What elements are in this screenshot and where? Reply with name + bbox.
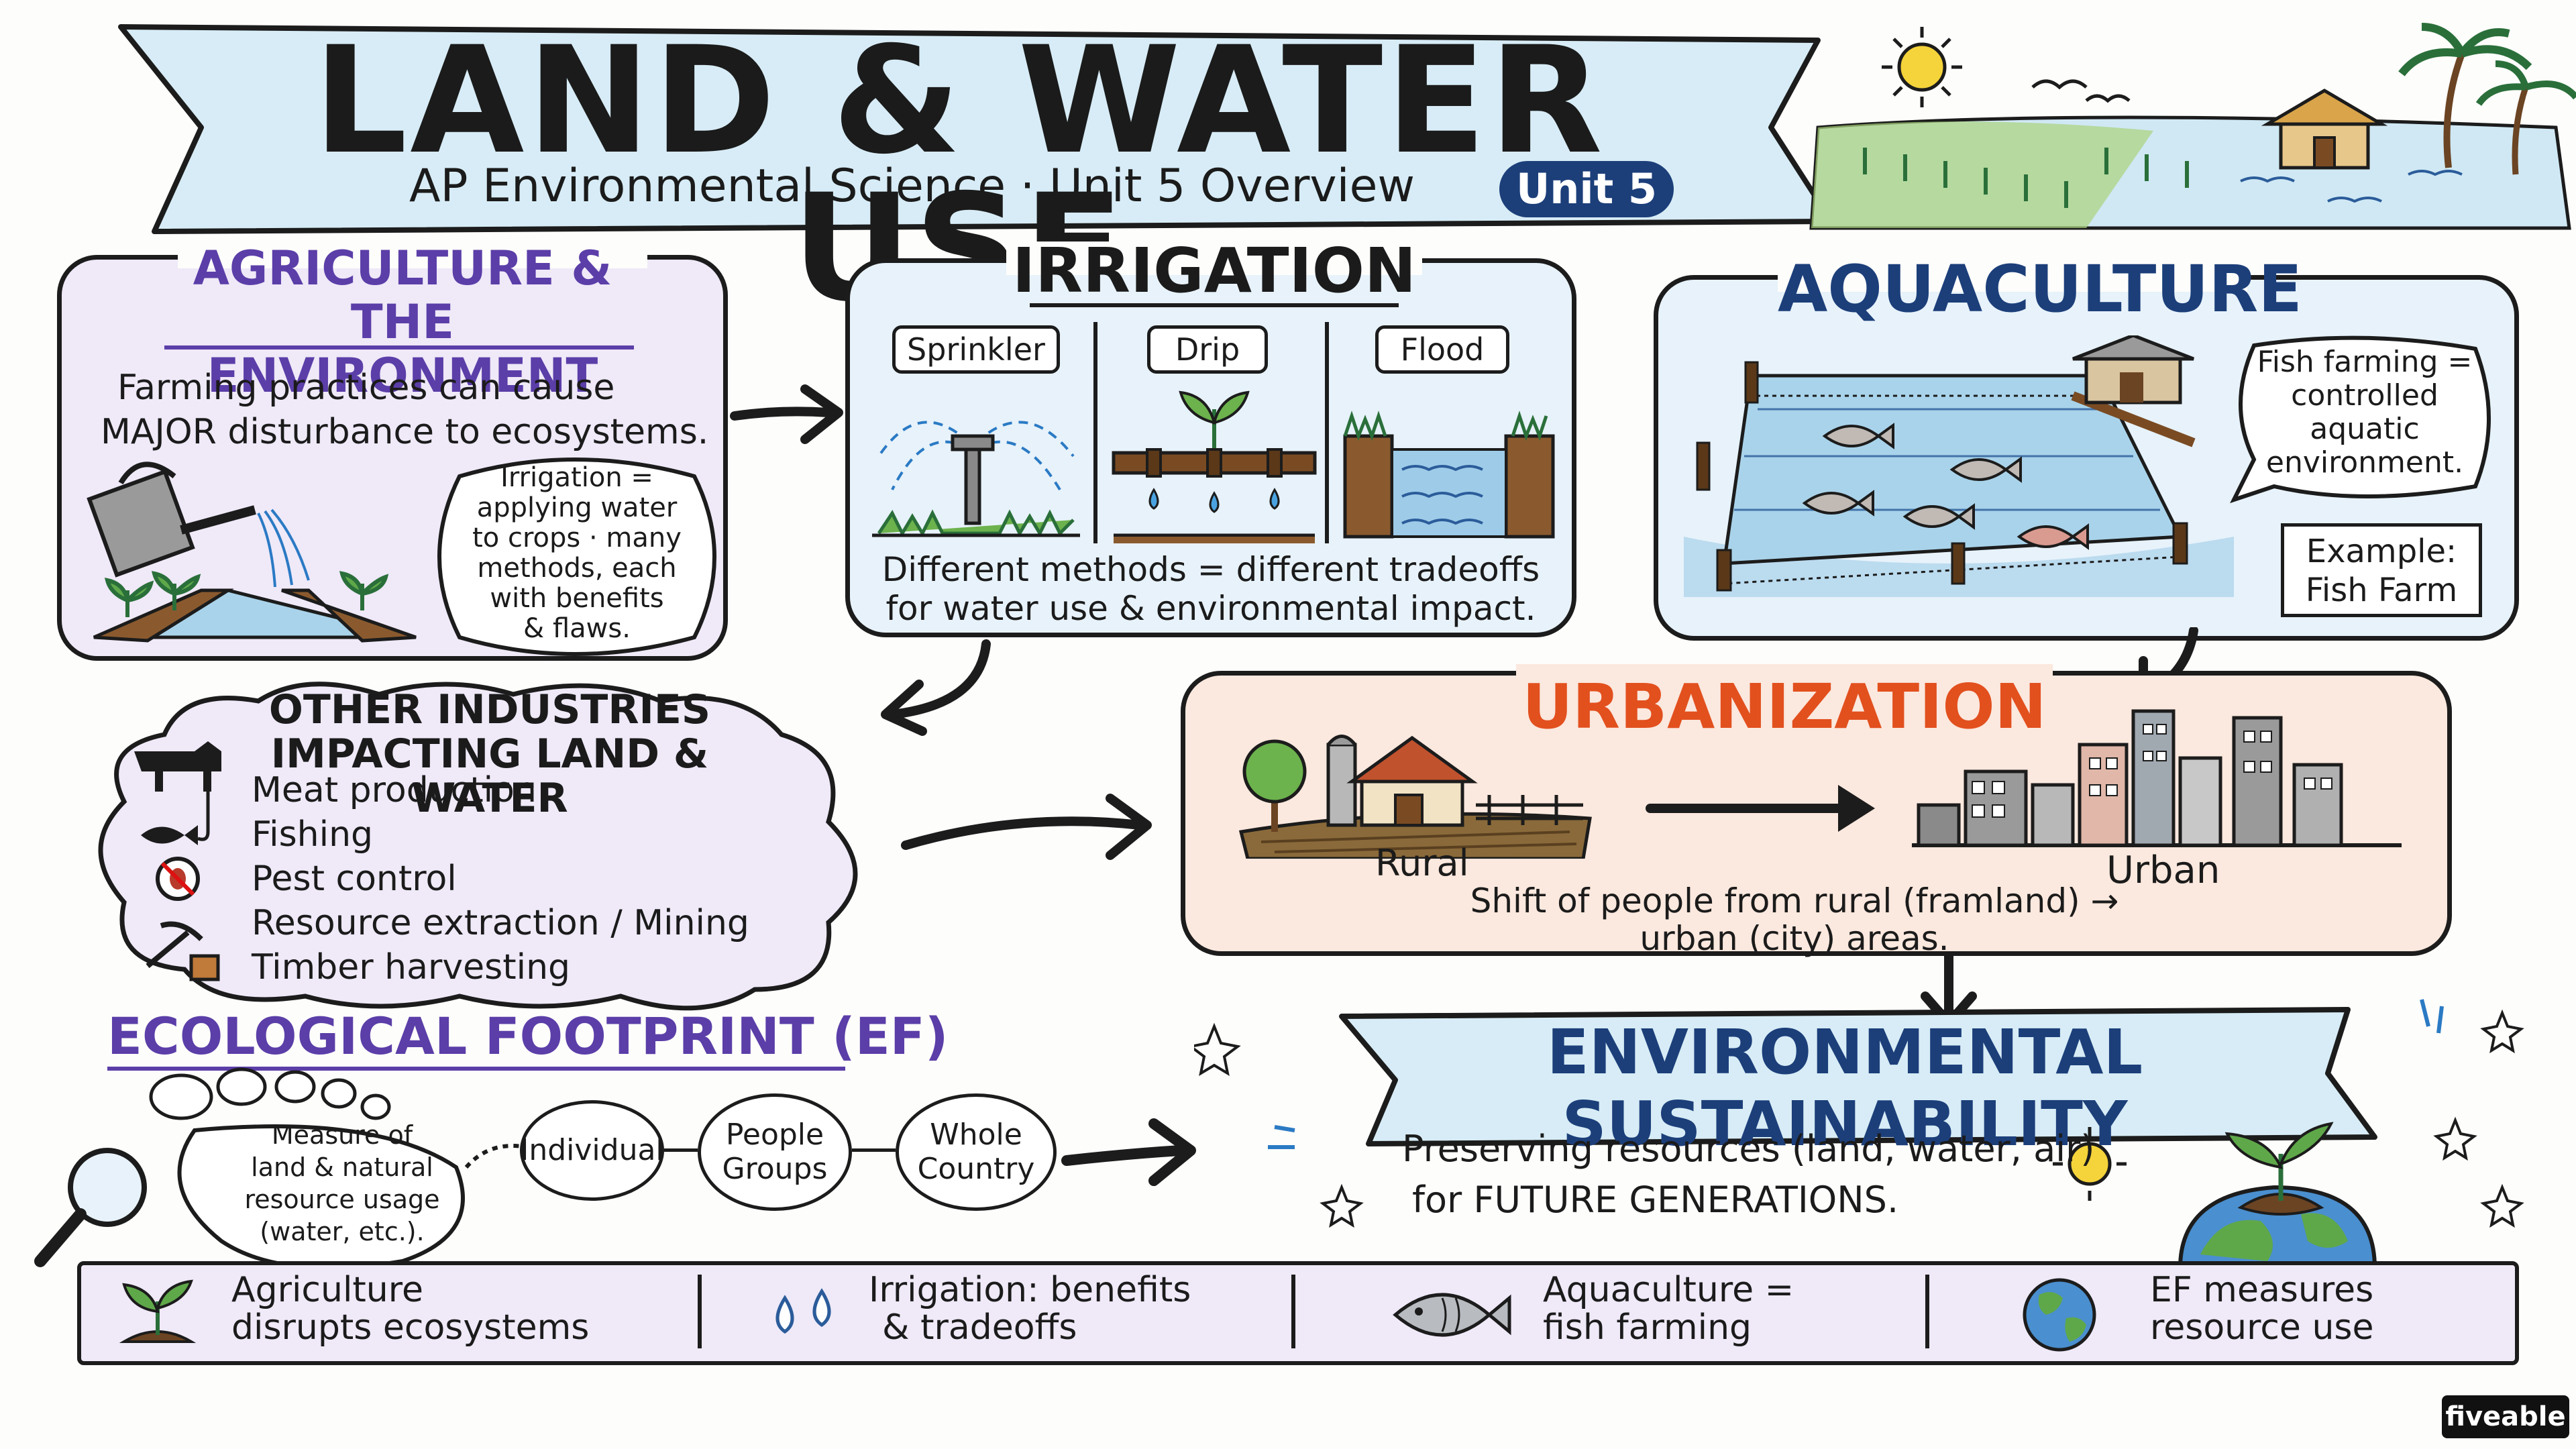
- tree-stump-icon: [189, 954, 220, 981]
- summary-bar: [77, 1261, 2519, 1365]
- irrigation-note-bubble: [437, 458, 716, 656]
- arrow-icon: [901, 794, 1152, 860]
- brand-logo: fiveable: [2442, 1395, 2569, 1438]
- agriculture-heading: AGRICULTURE & THE ENVIRONMENT: [193, 241, 612, 403]
- method-sprinkler-label: Sprinkler: [892, 325, 1060, 374]
- rural-label: Rural: [1375, 842, 1469, 884]
- flood-irrigation-icon: [1343, 411, 1555, 539]
- list-item: Fishing: [252, 814, 374, 855]
- sustainability-body: Preserving resources (land, water, air) …: [1402, 1128, 2095, 1221]
- fish-icon: [1393, 1293, 1511, 1337]
- arrow-icon: [1646, 785, 1875, 832]
- sprout-icon: [119, 1279, 197, 1343]
- watering-can-icon: [87, 462, 417, 643]
- method-flood-label: Flood: [1375, 325, 1509, 374]
- fish-icon: [141, 825, 198, 845]
- ef-scale-whole-country: Whole Country: [896, 1093, 1057, 1211]
- fish-farm-pens-icon: [1684, 335, 2234, 597]
- list-item: Meat production: [252, 770, 537, 810]
- irrigation-note-text: Irrigation = applying water to crops · m…: [472, 462, 682, 644]
- method-drip-label: Drip: [1147, 325, 1268, 374]
- unit-badge: Unit 5: [1499, 161, 1674, 217]
- urbanization-caption: Shift of people from rural (framland) → …: [1470, 881, 2119, 958]
- sustainability-heading: ENVIRONMENTAL SUSTAINABILITY: [1546, 1016, 2143, 1160]
- example-box: Example: Fish Farm: [2281, 523, 2482, 617]
- ef-measure-text: Measure of land & natural resource usage…: [244, 1120, 440, 1246]
- ef-scale-people-groups: People Groups: [698, 1093, 852, 1211]
- cow-icon: [134, 741, 221, 792]
- fish-farming-bubble: [2230, 335, 2491, 504]
- globe-icon: [2023, 1278, 2096, 1352]
- other-industries-cloud: [98, 682, 858, 1011]
- fish-farming-bubble-text: Fish farming = controlled aquatic enviro…: [2257, 345, 2473, 480]
- irrigation-heading: IRRIGATION: [1012, 235, 1416, 307]
- list-item: Timber harvesting: [252, 947, 571, 987]
- summary-item-2: Irrigation: benefits & tradeoffs: [869, 1270, 1191, 1348]
- dotted-connector: [464, 1144, 527, 1169]
- arrow-icon: [881, 639, 991, 736]
- city-skyline-icon: [1912, 709, 2402, 847]
- urbanization-heading: URBANIZATION: [1522, 671, 2047, 743]
- rural-farm-icon: [1238, 735, 1592, 859]
- ef-scale-individual: Individual: [520, 1100, 664, 1201]
- sprinkler-icon: [872, 421, 1080, 537]
- urban-label: Urban: [2106, 849, 2220, 892]
- ef-heading: ECOLOGICAL FOOTPRINT (EF): [107, 1006, 949, 1066]
- industries-list: Meat production Fishing Pest control Res…: [252, 768, 749, 989]
- footprint-magnifier-icon: [34, 1067, 465, 1270]
- water-drops-icon: [775, 1288, 831, 1334]
- arrow-icon: [730, 384, 843, 444]
- pickaxe-icon: [146, 921, 203, 969]
- aquaculture-heading: AQUACULTURE: [1778, 252, 2302, 327]
- list-item: Resource extraction / Mining: [252, 903, 749, 943]
- other-industries-heading: OTHER INDUSTRIES IMPACTING LAND & WATER: [268, 686, 711, 822]
- sustainability-decor: [1194, 999, 2524, 1268]
- summary-item-3: Aquaculture = fish farming: [1543, 1270, 1794, 1348]
- irrigation-caption: Different methods = different tradeoffs …: [881, 550, 1540, 628]
- arrow-icon: [1061, 1118, 1196, 1186]
- rice-field-landscape-icon: [1809, 23, 2576, 230]
- summary-item-1: Agriculture disrupts ecosystems: [231, 1270, 590, 1348]
- summary-item-4: EF measures resource use: [2150, 1270, 2374, 1348]
- agriculture-body: Farming practices can cause MAJOR distur…: [101, 368, 709, 452]
- drip-irrigation-icon: [1112, 390, 1317, 543]
- industry-icons: [134, 741, 221, 981]
- list-item: Pest control: [252, 859, 457, 899]
- page-subtitle: AP Environmental Science · Unit 5 Overvi…: [409, 160, 1415, 213]
